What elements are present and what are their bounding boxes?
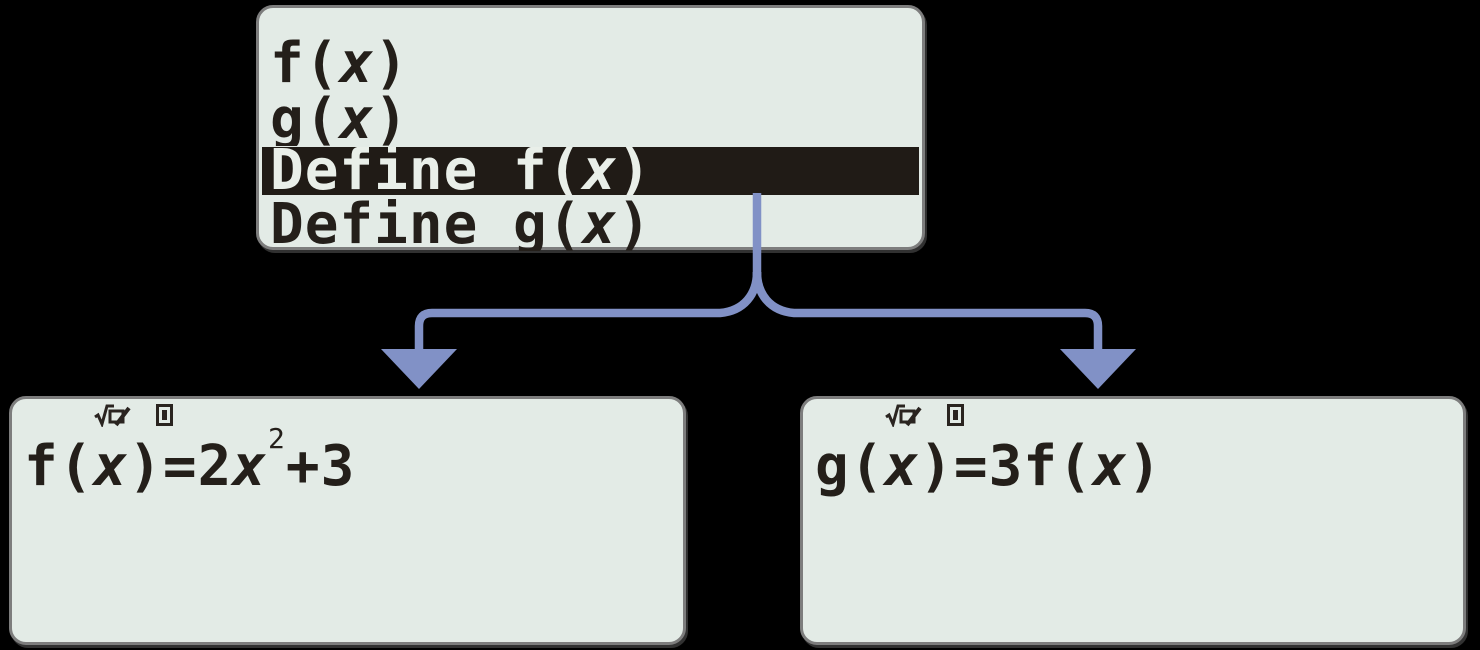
define-g-screen: g(x)=3f(x) bbox=[800, 396, 1466, 645]
left-arrowhead bbox=[381, 349, 457, 389]
status-indicator-row bbox=[885, 403, 964, 427]
menu-screen: f(x) g(x) Define f(x) Define g(x) bbox=[256, 5, 925, 251]
battery-icon bbox=[156, 404, 173, 426]
right-arrowhead bbox=[1060, 349, 1136, 389]
menu-item-define-fx[interactable]: Define f(x) bbox=[262, 147, 919, 195]
menu-item-define-gx[interactable]: Define g(x) bbox=[270, 199, 652, 251]
expression-define-g: g(x)=3f(x) bbox=[815, 434, 1163, 499]
menu-item-gx[interactable]: g(x) bbox=[270, 94, 409, 146]
left-arrow-line bbox=[414, 271, 762, 351]
status-indicator-row bbox=[94, 403, 173, 427]
math-io-indicator-icon bbox=[885, 404, 922, 427]
define-f-screen: f(x)=2x2+3 bbox=[9, 396, 686, 645]
battery-icon bbox=[947, 404, 964, 426]
right-arrow-line bbox=[752, 271, 1103, 351]
expression-define-f: f(x)=2x2+3 bbox=[24, 421, 356, 499]
menu-item-fx[interactable]: f(x) bbox=[270, 38, 409, 90]
math-io-indicator-icon bbox=[94, 404, 131, 427]
